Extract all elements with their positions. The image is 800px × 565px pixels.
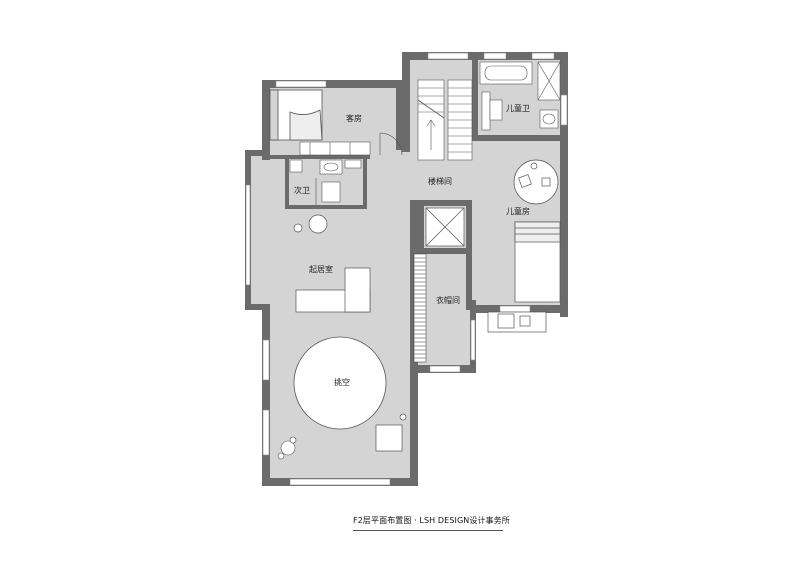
staircase <box>417 79 473 161</box>
kids-balcony <box>487 311 547 333</box>
label-void: 挑空 <box>334 377 350 387</box>
living-sofa <box>295 267 371 313</box>
kids-bed <box>514 221 561 303</box>
label-kids-room: 儿童房 <box>506 206 530 216</box>
guest-door <box>379 132 403 156</box>
windows <box>245 52 568 486</box>
label-kids-bath: 儿童卫 <box>506 103 530 113</box>
guest-wardrobe <box>299 141 371 156</box>
label-second-bath: 次卫 <box>294 185 310 195</box>
label-stair-hall: 楼梯间 <box>428 176 452 186</box>
label-cloakroom: 衣帽间 <box>436 295 460 305</box>
corner-chair <box>375 413 407 452</box>
shaft-box <box>425 207 465 247</box>
kids-bath-fixtures <box>479 61 561 131</box>
plant-pots <box>277 436 297 460</box>
void-circle <box>293 336 387 430</box>
caption-underline <box>353 530 503 531</box>
label-living-room: 起居室 <box>309 264 333 274</box>
cloakroom-racks <box>413 253 427 363</box>
plan-title: F2层平面布置图 · LSH DESIGN设计事务所 <box>353 516 510 525</box>
second-bath-fixtures <box>289 159 362 205</box>
guest-bed <box>269 89 323 141</box>
caption-block: F2层平面布置图 · LSH DESIGN设计事务所 <box>353 508 510 531</box>
lounge-chair <box>293 214 328 234</box>
label-guest-room: 客房 <box>346 113 362 123</box>
kids-table-set <box>513 159 559 205</box>
